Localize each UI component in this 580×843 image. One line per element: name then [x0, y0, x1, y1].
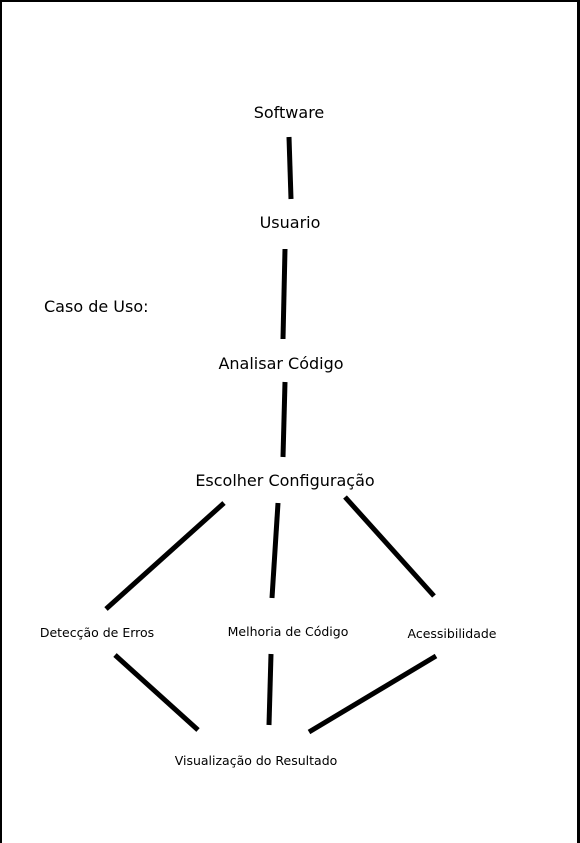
node-visualizacao-do-resultado: Visualização do Resultado: [174, 753, 338, 768]
node-deteccao-de-erros: Detecção de Erros: [39, 625, 155, 640]
node-software: Software: [253, 103, 325, 122]
edge-usuario-analisar: [280, 248, 288, 340]
edge-deteccao-visualizacao: [113, 653, 200, 732]
edge-escolher-melhoria: [269, 502, 281, 599]
node-usuario: Usuario: [259, 213, 321, 232]
node-acessibilidade: Acessibilidade: [407, 626, 497, 641]
node-melhoria-de-codigo: Melhoria de Código: [227, 624, 349, 639]
edge-analisar-escolher: [280, 381, 288, 458]
edge-escolher-acessibilidade: [343, 495, 436, 598]
edge-escolher-deteccao: [104, 501, 226, 611]
node-escolher-configuracao: Escolher Configuração: [195, 471, 375, 490]
edge-acessibilidade-visualizacao: [307, 653, 438, 735]
edge-software-usuario: [286, 136, 294, 200]
node-analisar-codigo: Analisar Código: [218, 354, 344, 373]
edge-melhoria-visualizacao: [266, 653, 274, 726]
use-case-label: Caso de Uso:: [44, 297, 149, 316]
